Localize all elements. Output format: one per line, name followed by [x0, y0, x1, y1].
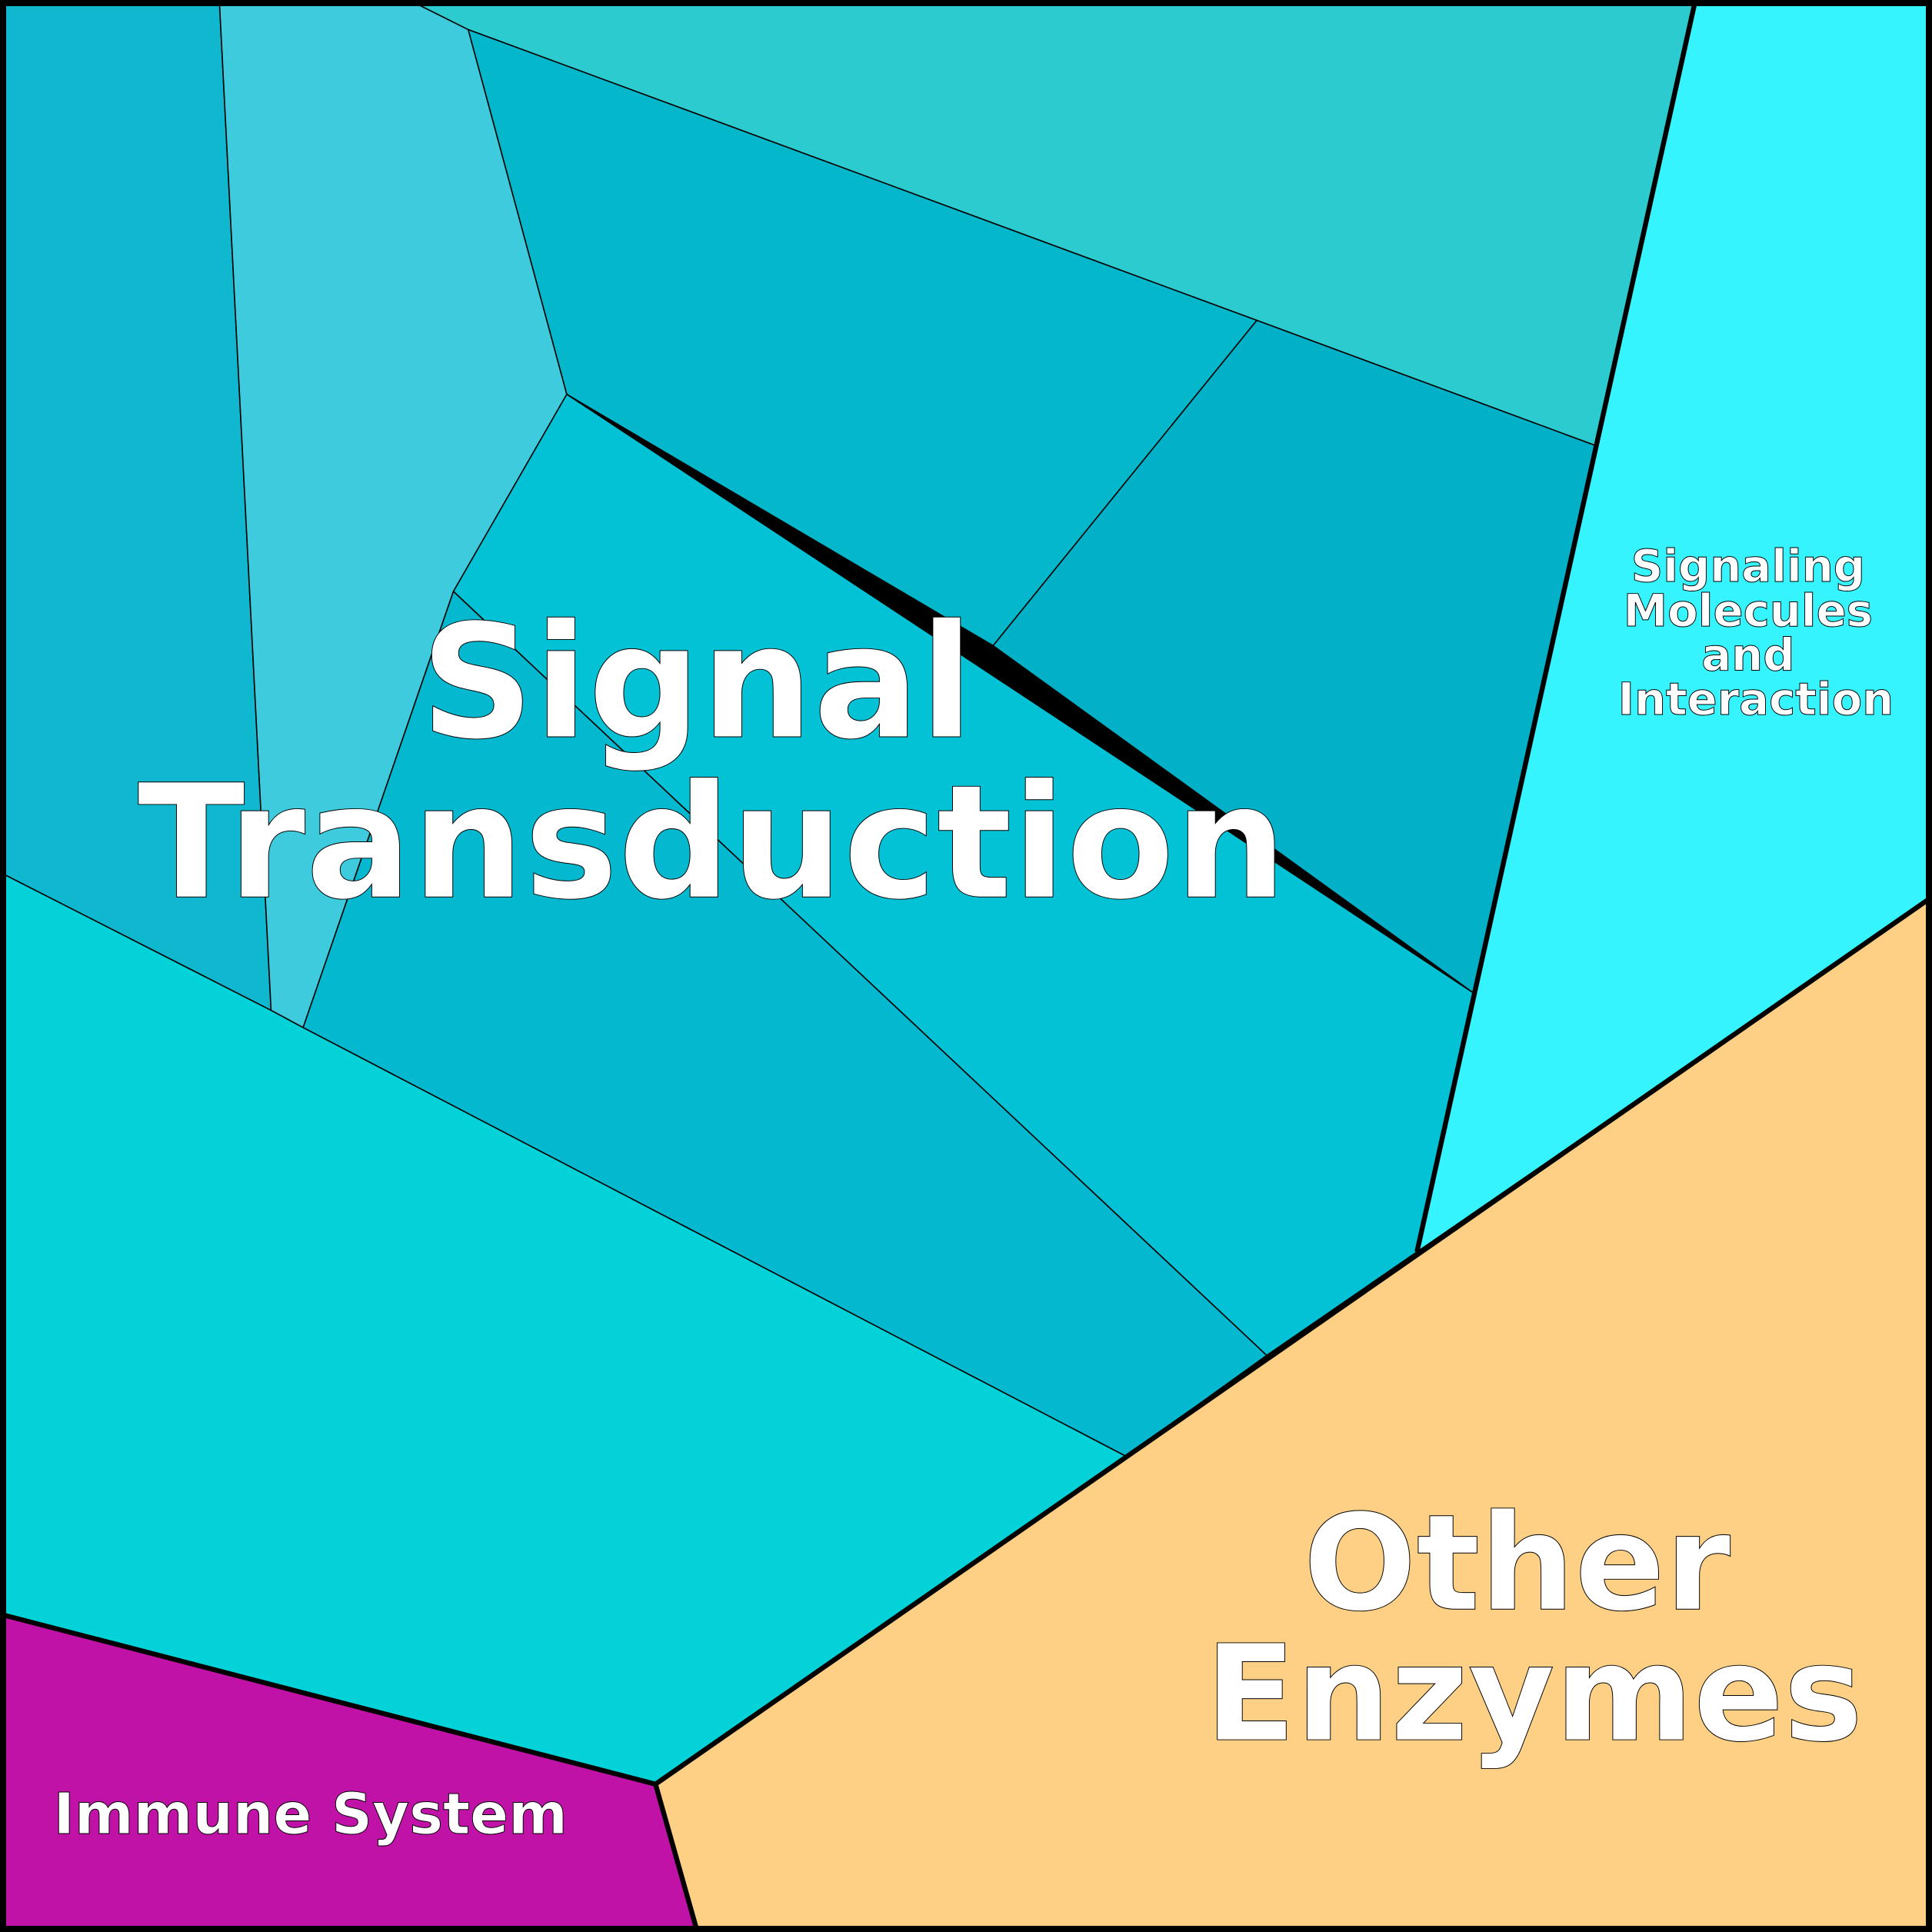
signal-transduction-label: Signal Transduction: [138, 591, 1287, 934]
group-border: [654, 894, 1932, 1787]
cell-6[interactable]: [452, 393, 1474, 1357]
group-border: [1414, 0, 1698, 1253]
signal-transduction-cells: [0, 0, 1697, 1785]
immune-system-label: Immune System: [53, 1782, 567, 1847]
signaling-molecules-label: Signaling Molecules and Interaction: [1618, 540, 1894, 725]
other-enzymes-label: Other Enzymes: [1205, 1485, 1863, 1771]
